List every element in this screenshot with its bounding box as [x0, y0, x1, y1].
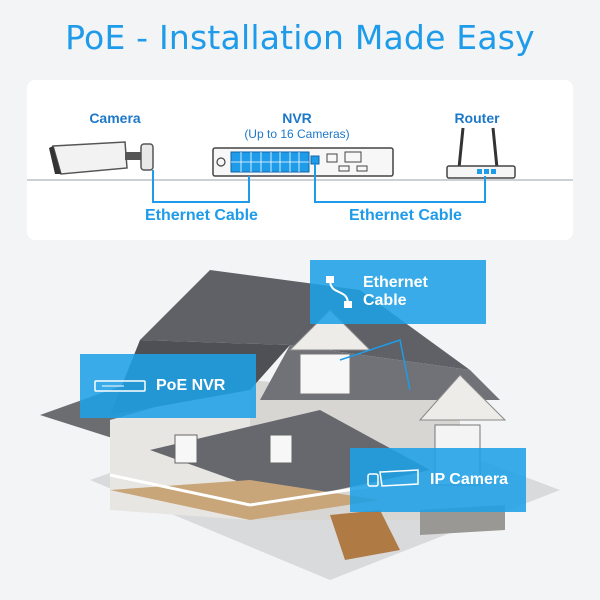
- callout-nvr-text: PoE NVR: [156, 377, 226, 394]
- router-icon: [446, 127, 516, 179]
- nvr-device-icon: [212, 147, 394, 177]
- page-title: PoE - Installation Made Easy: [65, 18, 535, 57]
- camera-label: Camera: [89, 110, 141, 126]
- cable-camera-nvr: [152, 170, 250, 203]
- callout-ip-camera: IP Camera: [350, 448, 526, 512]
- cable-label-left: Ethernet Cable: [145, 207, 258, 224]
- house-illustration: [40, 270, 560, 580]
- bullet-camera-icon: [367, 469, 419, 487]
- diagram-drawing: [27, 127, 573, 203]
- callout-poe-nvr: PoE NVR: [80, 354, 256, 418]
- bullet-camera-icon: [49, 141, 154, 175]
- ethernet-cable-icon: [326, 276, 352, 308]
- router-label: Router: [454, 110, 500, 126]
- connection-diagram: Camera NVR (Up to 16 Cameras) Router: [27, 80, 573, 240]
- house-scene: Ethernet Cable PoE NVR IP Camera: [0, 250, 600, 600]
- nvr-sublabel: (Up to 16 Cameras): [244, 127, 350, 141]
- callout-camera-text: IP Camera: [430, 471, 508, 488]
- cable-label-right: Ethernet Cable: [349, 207, 462, 224]
- nvr-device-icon: [94, 380, 146, 392]
- callout-ethernet-cable: Ethernet Cable: [310, 260, 486, 324]
- callout-ethernet-text: Ethernet Cable: [362, 274, 428, 309]
- nvr-label: NVR: [282, 110, 312, 126]
- cable-nvr-router: [314, 164, 486, 203]
